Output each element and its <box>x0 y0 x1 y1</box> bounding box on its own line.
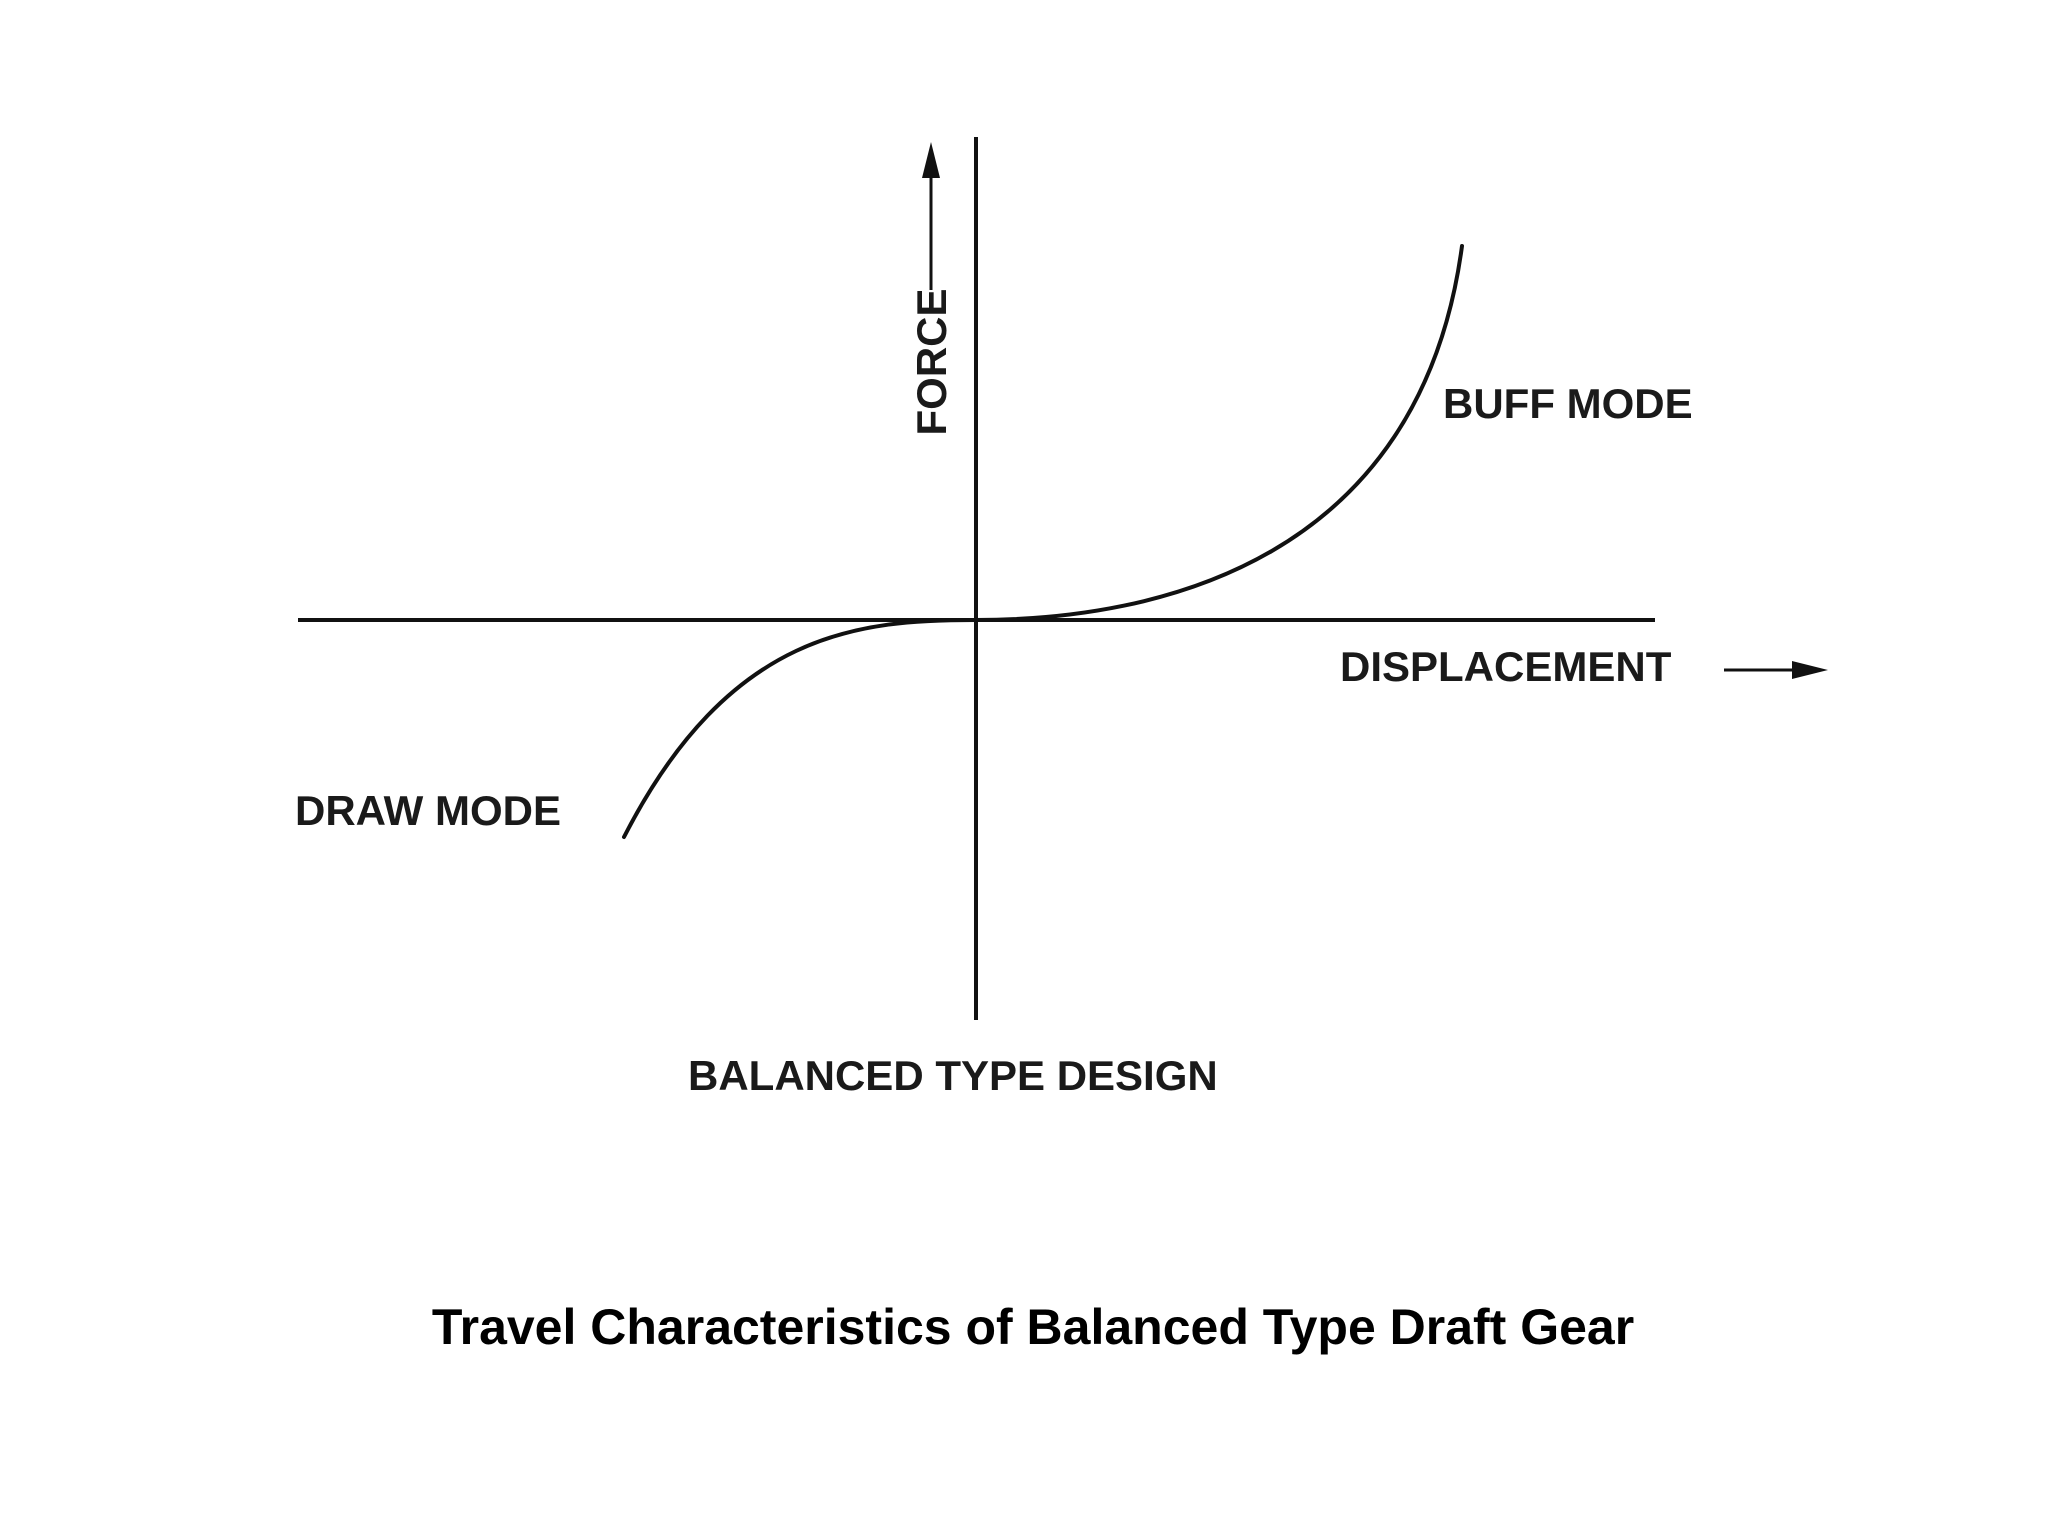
displacement-arrow-icon <box>1724 661 1828 679</box>
buff-mode-curve <box>974 244 1464 622</box>
y-axis-label: FORCE <box>908 289 955 436</box>
design-type-label: BALANCED TYPE DESIGN <box>688 1052 1218 1099</box>
draw-mode-label: DRAW MODE <box>295 787 561 834</box>
x-axis-label: DISPLACEMENT <box>1340 643 1672 690</box>
draw-mode-curve <box>622 618 978 839</box>
buff-mode-label: BUFF MODE <box>1443 380 1693 427</box>
figure-caption: Travel Characteristics of Balanced Type … <box>432 1299 1634 1355</box>
force-arrow-icon <box>922 142 940 290</box>
